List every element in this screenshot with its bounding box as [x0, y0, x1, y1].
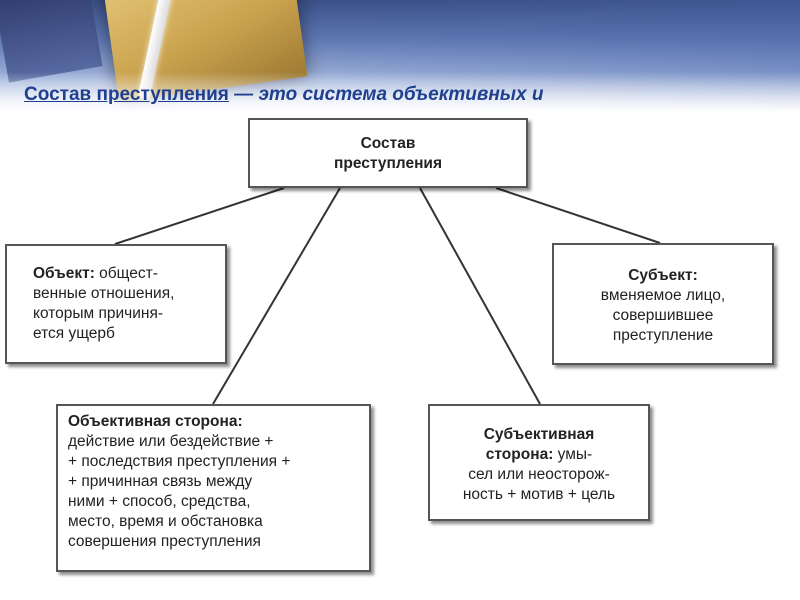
- node-object-line: венные отношения,: [33, 285, 175, 302]
- node-objside-line: место, время и обстановка: [68, 513, 263, 530]
- node-root-line2: преступления: [333, 155, 443, 172]
- node-subjside-label1: Субъективная: [483, 426, 595, 443]
- connector-root-object: [114, 187, 285, 245]
- node-subjective-side: Субъективная сторона: умы- сел или неост…: [428, 404, 650, 521]
- banner-fade: [0, 72, 800, 112]
- slide-heading: Состав преступления — это система объект…: [24, 84, 784, 106]
- node-objside-line: + последствия преступления +: [68, 453, 291, 470]
- node-subject-line: вменяемое лицо,: [600, 287, 726, 304]
- node-objside-line: совершения преступления: [68, 533, 261, 550]
- node-subjside-line: ность + мотив + цель: [462, 486, 616, 503]
- node-subject-label: Субъект:: [628, 267, 698, 284]
- header-photo-banner: [0, 0, 800, 112]
- node-subjside-label2: сторона:: [485, 446, 554, 463]
- node-object-line: которым причиня-: [33, 305, 164, 322]
- connector-root-objside: [212, 187, 341, 405]
- heading-term: Состав преступления: [24, 84, 229, 105]
- node-subjside-text2: умы-: [553, 446, 593, 463]
- heading-definition: — это система объективных и: [228, 84, 544, 105]
- node-root-line1: Состав: [360, 135, 416, 152]
- node-objside-line: + причинная связь между: [68, 473, 253, 490]
- node-object-label: Объект:: [33, 265, 95, 282]
- node-subject-line: преступление: [612, 327, 714, 344]
- connector-root-subjside: [419, 187, 541, 405]
- node-object-line: ется ущерб: [33, 325, 115, 342]
- node-objective-side: Объективная сторона: действие или бездей…: [56, 404, 371, 572]
- node-subject: Субъект: вменяемое лицо, совершившее пре…: [552, 243, 774, 365]
- node-object: Объект: общест- венные отношения, которы…: [5, 244, 227, 364]
- node-crime-composition: Состав преступления: [248, 118, 528, 188]
- node-objside-line: ними + способ, средства,: [68, 493, 251, 510]
- node-objside-line: действие или бездействие +: [68, 433, 274, 450]
- node-objside-label: Объективная сторона:: [68, 413, 243, 430]
- node-subjside-line: сел или неосторож-: [468, 466, 610, 483]
- connector-root-subject: [495, 187, 661, 244]
- node-object-text1: общест-: [94, 265, 158, 282]
- node-subject-line: совершившее: [612, 307, 714, 324]
